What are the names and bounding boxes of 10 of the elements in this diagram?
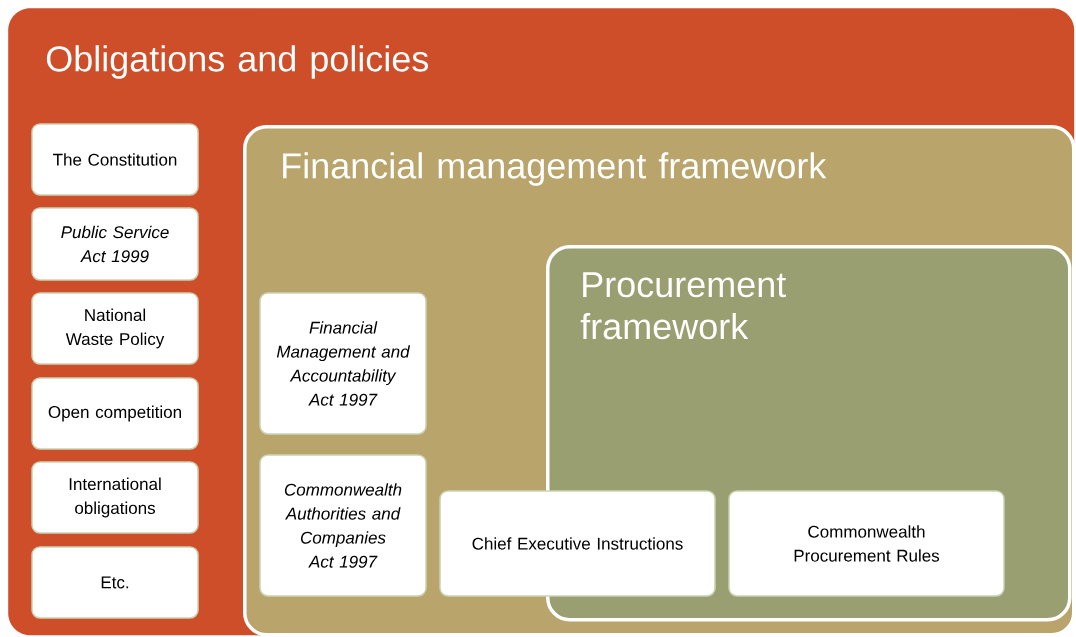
text-box: International obligations: [31, 461, 199, 534]
text-box: The Constitution: [31, 123, 199, 196]
text-box: Etc.: [31, 546, 199, 619]
text-box: National Waste Policy: [31, 292, 199, 365]
text-box: Public Service Act 1999: [31, 207, 199, 281]
text-box: Open competition: [31, 377, 199, 450]
text-box: Chief Executive Instructions: [439, 490, 716, 597]
text-box: Financial Management and Accountability Act 1997: [259, 292, 427, 435]
text-box: Commonwealth Authorities and Companies Act 1997: [259, 454, 427, 597]
text-box: Commonwealth Procurement Rules: [728, 490, 1005, 597]
